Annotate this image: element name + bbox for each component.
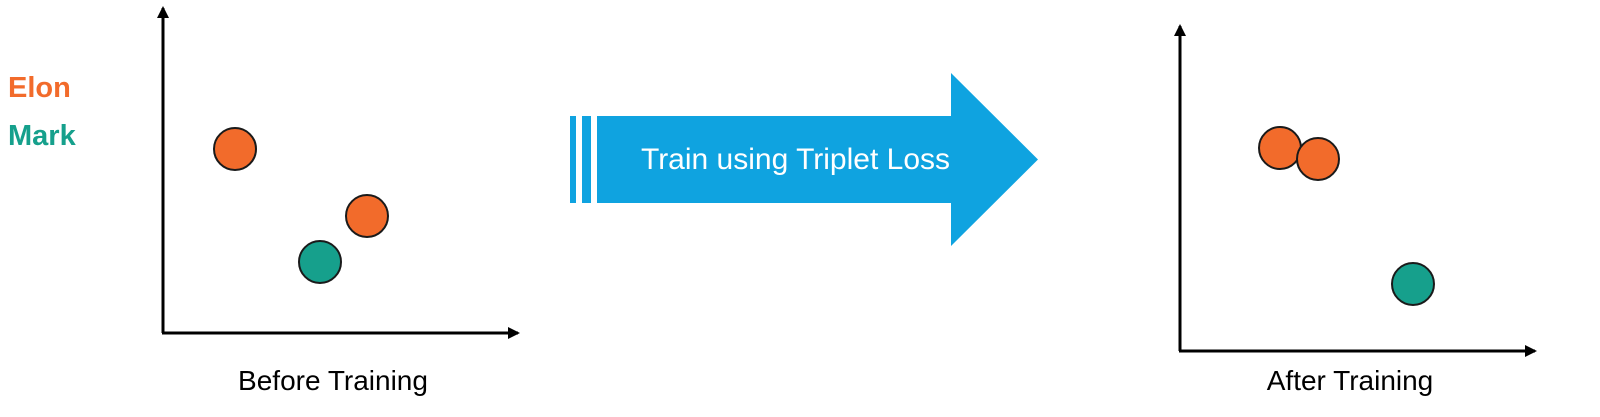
after-elon-point-1 (1258, 126, 1302, 170)
before-elon-point-1 (213, 127, 257, 171)
legend-elon-label: Elon (8, 72, 71, 104)
before-elon-point-2 (345, 194, 389, 238)
arrow-body (597, 73, 1038, 246)
before-training-plot (157, 6, 520, 339)
train-arrow (570, 73, 1038, 246)
arrow-stripe-1 (570, 116, 576, 203)
before-mark-point (298, 240, 342, 284)
arrow-label: Train using Triplet Loss (640, 143, 951, 176)
legend-mark-label: Mark (8, 120, 76, 152)
after-training-caption: After Training (1266, 365, 1434, 396)
after-elon-point-2 (1296, 137, 1340, 181)
before-training-caption: Before Training (238, 365, 428, 396)
after-mark-point (1391, 262, 1435, 306)
arrow-stripe-2 (582, 116, 591, 203)
after-training-plot (1174, 24, 1537, 357)
